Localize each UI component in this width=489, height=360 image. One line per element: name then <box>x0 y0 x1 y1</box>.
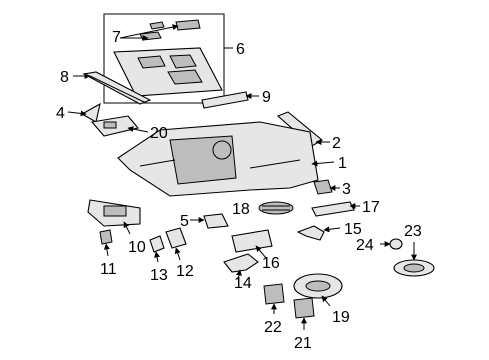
speaker-grille <box>258 201 294 215</box>
visor-bracket <box>165 227 187 249</box>
clip <box>313 179 333 195</box>
reading-lamp <box>263 283 285 305</box>
callout-1: 1 <box>338 155 347 172</box>
callout-6: 6 <box>236 41 245 58</box>
visor-clip <box>99 229 113 245</box>
trim-piece <box>231 229 273 253</box>
sunroof-panel-group <box>103 13 233 104</box>
roof-rail <box>82 71 152 105</box>
callout-15: 15 <box>344 221 362 238</box>
callout-13: 13 <box>150 267 168 284</box>
callout-18: 18 <box>232 201 250 218</box>
callout-16: 16 <box>262 255 280 272</box>
small-clip <box>203 213 229 229</box>
callout-22: 22 <box>264 319 282 336</box>
callout-23: 23 <box>404 223 422 240</box>
callout-labels: 1 2 3 4 5 6 7 8 9 10 11 12 13 14 15 16 1… <box>56 29 422 352</box>
callout-17: 17 <box>362 199 380 216</box>
dome-light <box>293 273 343 299</box>
callout-20: 20 <box>150 125 168 142</box>
overhead-console <box>90 115 139 137</box>
callout-12: 12 <box>176 263 194 280</box>
bulb <box>149 235 165 253</box>
callout-leaders <box>67 24 417 330</box>
callout-4: 4 <box>56 105 65 122</box>
grab-handle <box>311 201 355 217</box>
callout-9: 9 <box>262 89 271 106</box>
corner-trim <box>80 102 101 123</box>
callout-14: 14 <box>234 275 252 292</box>
headliner <box>117 121 319 197</box>
lamp-housing <box>293 297 315 319</box>
callout-10: 10 <box>128 239 146 256</box>
lamp-bulb <box>389 238 403 250</box>
callout-19: 19 <box>332 309 350 326</box>
callout-3: 3 <box>342 181 351 198</box>
callout-8: 8 <box>60 69 69 86</box>
callout-7: 7 <box>112 29 121 46</box>
callout-2: 2 <box>332 135 341 152</box>
callout-5: 5 <box>180 213 189 230</box>
rear-trim-bar <box>201 91 249 109</box>
callout-24: 24 <box>356 237 374 254</box>
handle-assembly <box>223 253 259 273</box>
callout-21: 21 <box>294 335 312 352</box>
rear-dome-light <box>393 259 435 277</box>
sun-visor <box>87 199 141 227</box>
coat-hook <box>296 225 325 241</box>
callout-11: 11 <box>100 261 117 278</box>
